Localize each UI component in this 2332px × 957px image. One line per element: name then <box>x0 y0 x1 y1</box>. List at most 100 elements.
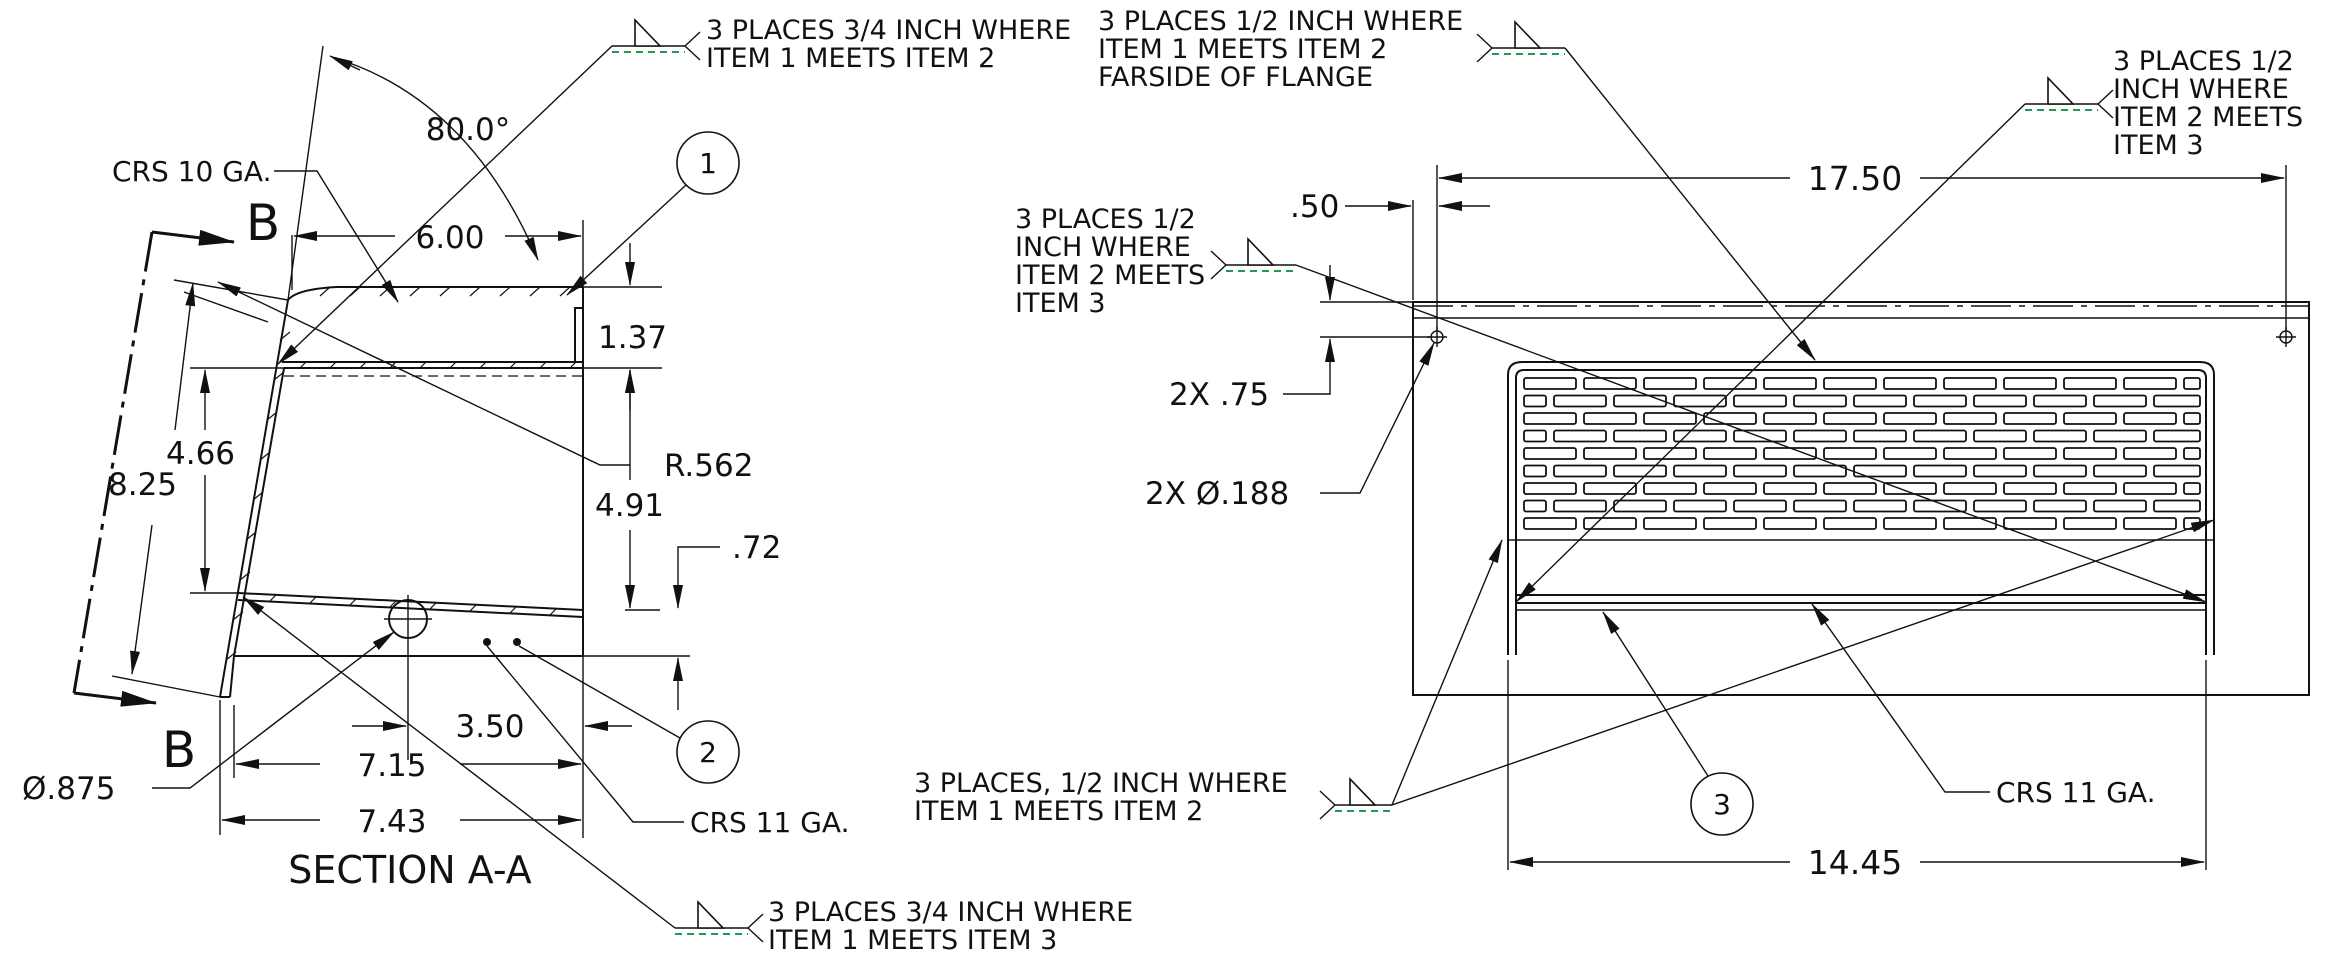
louver-slot <box>1883 447 1937 460</box>
louver-slot <box>2003 447 2057 460</box>
weld-note-section-top-l1: 3 PLACES 3/4 INCH WHERE <box>706 15 1071 46</box>
dim-hole-dia: Ø.875 <box>22 631 395 807</box>
louver-slot <box>1763 482 1817 495</box>
dim-hole-offset-label: 3.50 <box>455 709 524 745</box>
dim-lip-label: .72 <box>732 530 781 566</box>
dim-overall-width: 17.50 <box>1436 159 2287 330</box>
louver-slot <box>1523 377 1577 390</box>
louver-slot <box>1523 412 1577 425</box>
louver-slot <box>1523 482 1577 495</box>
weld-note-section-top-l2: ITEM 1 MEETS ITEM 2 <box>706 43 995 74</box>
weld-note-front-bottom-left-l1: 3 PLACES, 1/2 INCH WHERE <box>914 768 1288 799</box>
material-crs11-section: CRS 11 GA. <box>690 806 849 839</box>
dim-overall-height-label: 8.25 <box>108 467 177 503</box>
louver-slot <box>1523 394 1547 408</box>
louver-slot <box>1733 394 1787 408</box>
weld-note-front-top-right: 3 PLACES 1/2 INCH WHERE ITEM 2 MEETS ITE… <box>1515 46 2303 603</box>
louver-slot <box>1613 499 1667 513</box>
louver-slot <box>1973 394 2027 408</box>
dim-hole-dia-label: Ø.875 <box>22 771 115 807</box>
louver-slot <box>1943 377 1997 390</box>
dim-top-height-label: 1.37 <box>598 320 667 356</box>
louver-slot <box>2183 412 2201 425</box>
dim-inner-height-label: 4.66 <box>166 436 235 472</box>
weld-note-front-bottom-left-l2: ITEM 1 MEETS ITEM 2 <box>914 796 1203 827</box>
louver-slot <box>1703 517 1757 530</box>
louver-slot <box>1793 394 1847 408</box>
louver-slot <box>2033 429 2087 443</box>
balloon-1-label: 1 <box>699 147 717 180</box>
weld-note-front-left-l4: ITEM 3 <box>1015 288 1106 319</box>
dim-top-height: 1.37 <box>583 243 667 410</box>
angle-label: 80.0° <box>426 112 511 148</box>
louver-slot <box>1823 377 1877 390</box>
section-hole <box>384 595 521 760</box>
weld-note-front-bottom-left: 3 PLACES, 1/2 INCH WHERE ITEM 1 MEETS IT… <box>914 519 2215 827</box>
louver-slot <box>2123 517 2177 530</box>
louver-slot <box>1553 464 1607 478</box>
louver-slot <box>1523 429 1547 443</box>
louver-slot <box>1883 377 1937 390</box>
louver-slot <box>1583 447 1637 460</box>
weld-note-front-top-center: 3 PLACES 1/2 INCH WHERE ITEM 1 MEETS ITE… <box>1098 6 1816 361</box>
louver-slot <box>1793 464 1847 478</box>
balloon-3: 3 <box>1602 611 1754 836</box>
louver-slot <box>1523 447 1577 460</box>
louver-slot <box>1673 499 1727 513</box>
louver-slot <box>1523 517 1577 530</box>
weld-note-front-left: 3 PLACES 1/2 INCH WHERE ITEM 2 MEETS ITE… <box>1015 204 2207 603</box>
louver-slot <box>2123 447 2177 460</box>
louver-slot <box>2063 517 2117 530</box>
weld-note-front-top-center-l2: ITEM 1 MEETS ITEM 2 <box>1098 34 1387 65</box>
cut-marker-bottom: B <box>162 721 196 779</box>
dim-top-width-label: 6.00 <box>415 220 484 256</box>
weld-note-section-bottom-l2: ITEM 1 MEETS ITEM 3 <box>768 925 1057 956</box>
louver-slots <box>1523 377 2201 530</box>
louver-slot <box>1763 517 1817 530</box>
louver-slot <box>1643 412 1697 425</box>
louver-slot <box>1823 447 1877 460</box>
louver-slot <box>1733 429 1787 443</box>
weld-note-front-top-center-l1: 3 PLACES 1/2 INCH WHERE <box>1098 6 1463 37</box>
louver-slot <box>1583 412 1637 425</box>
weld-note-section-bottom-l1: 3 PLACES 3/4 INCH WHERE <box>768 897 1133 928</box>
dim-outer-width: 7.43 <box>219 700 582 840</box>
dim-inner-height: 4.66 <box>166 367 284 594</box>
louver-slot <box>1553 429 1607 443</box>
cutting-plane-b: B B <box>72 194 280 779</box>
louver-slot <box>1913 394 1967 408</box>
dim-edge-offset-label: .50 <box>1290 189 1339 225</box>
dim-outer-width-label: 7.43 <box>357 804 426 840</box>
louver-slot <box>1913 464 1967 478</box>
section-body <box>219 286 584 698</box>
weld-note-front-top-right-l3: ITEM 2 MEETS <box>2113 102 2303 133</box>
louver-slot <box>2153 499 2201 513</box>
louver-slot <box>2153 394 2201 408</box>
louver-slot <box>2003 377 2057 390</box>
section-hatching <box>225 286 577 661</box>
dim-hole-dia-front: 2X Ø.188 <box>1145 342 1435 512</box>
front-body <box>1412 301 2310 696</box>
louver-slot <box>2063 412 2117 425</box>
louver-slot <box>1763 447 1817 460</box>
louver-slot <box>1643 517 1697 530</box>
louver-slot <box>2123 377 2177 390</box>
louver-slot <box>1883 412 1937 425</box>
louver-slot <box>1613 464 1667 478</box>
louver-slot <box>1943 482 1997 495</box>
louver-slot <box>1643 447 1697 460</box>
weld-note-section-bottom: 3 PLACES 3/4 INCH WHERE ITEM 1 MEETS ITE… <box>242 596 1133 956</box>
weld-note-front-top-center-l3: FARSIDE OF FLANGE <box>1098 62 1373 93</box>
weld-note-front-left-l3: ITEM 2 MEETS <box>1015 260 1205 291</box>
balloon-3-label: 3 <box>1713 788 1731 821</box>
dim-radius: R.562 <box>183 281 753 484</box>
dim-edge-offset: .50 <box>1290 189 1490 300</box>
dim-front-height-label: 4.91 <box>595 488 664 524</box>
louver-slot <box>2153 464 2201 478</box>
dim-hole-vertical-label: 2X .75 <box>1169 377 1269 413</box>
dim-hole-vertical: 2X .75 <box>1169 265 1430 413</box>
louver-slot <box>1763 412 1817 425</box>
angle-dimension: 80.0° <box>287 45 539 301</box>
louver-slot <box>1583 517 1637 530</box>
louver-slot <box>2093 429 2147 443</box>
